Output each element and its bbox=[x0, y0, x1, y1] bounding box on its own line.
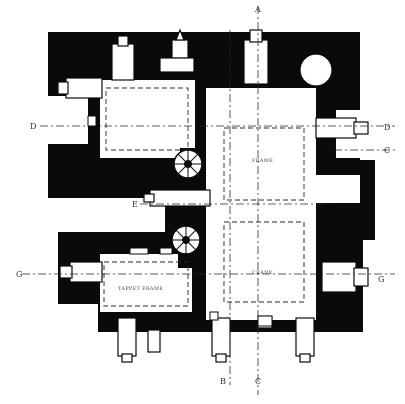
compartment-captions: FRAME CRANK TAPPET FRAME bbox=[118, 158, 273, 292]
caption-lower-chamber: CRANK bbox=[252, 270, 273, 276]
gear-upper bbox=[173, 149, 203, 179]
caption-tappet-frame: TAPPET FRAME bbox=[118, 286, 163, 292]
label-right-d: D bbox=[384, 123, 390, 132]
label-left-d: D bbox=[30, 122, 36, 131]
label-left-g: G bbox=[16, 270, 22, 279]
detail-marks bbox=[87, 115, 273, 327]
centre-lines bbox=[22, 6, 395, 395]
left-shafts bbox=[57, 77, 211, 283]
interior-dashes bbox=[103, 87, 305, 307]
reference-labels: A D D C E G G B C bbox=[16, 5, 390, 386]
caption-upper-chamber: FRAME bbox=[252, 158, 273, 164]
label-right-c: C bbox=[384, 146, 390, 155]
gear-lower bbox=[171, 225, 201, 255]
right-shafts bbox=[315, 117, 369, 293]
label-bottom-b: B bbox=[220, 377, 226, 386]
label-right-g: G bbox=[378, 275, 384, 284]
label-top-a: A bbox=[254, 5, 261, 14]
label-left-e: E bbox=[132, 200, 138, 209]
label-bottom-c: C bbox=[255, 377, 261, 386]
top-bosses bbox=[111, 28, 333, 87]
